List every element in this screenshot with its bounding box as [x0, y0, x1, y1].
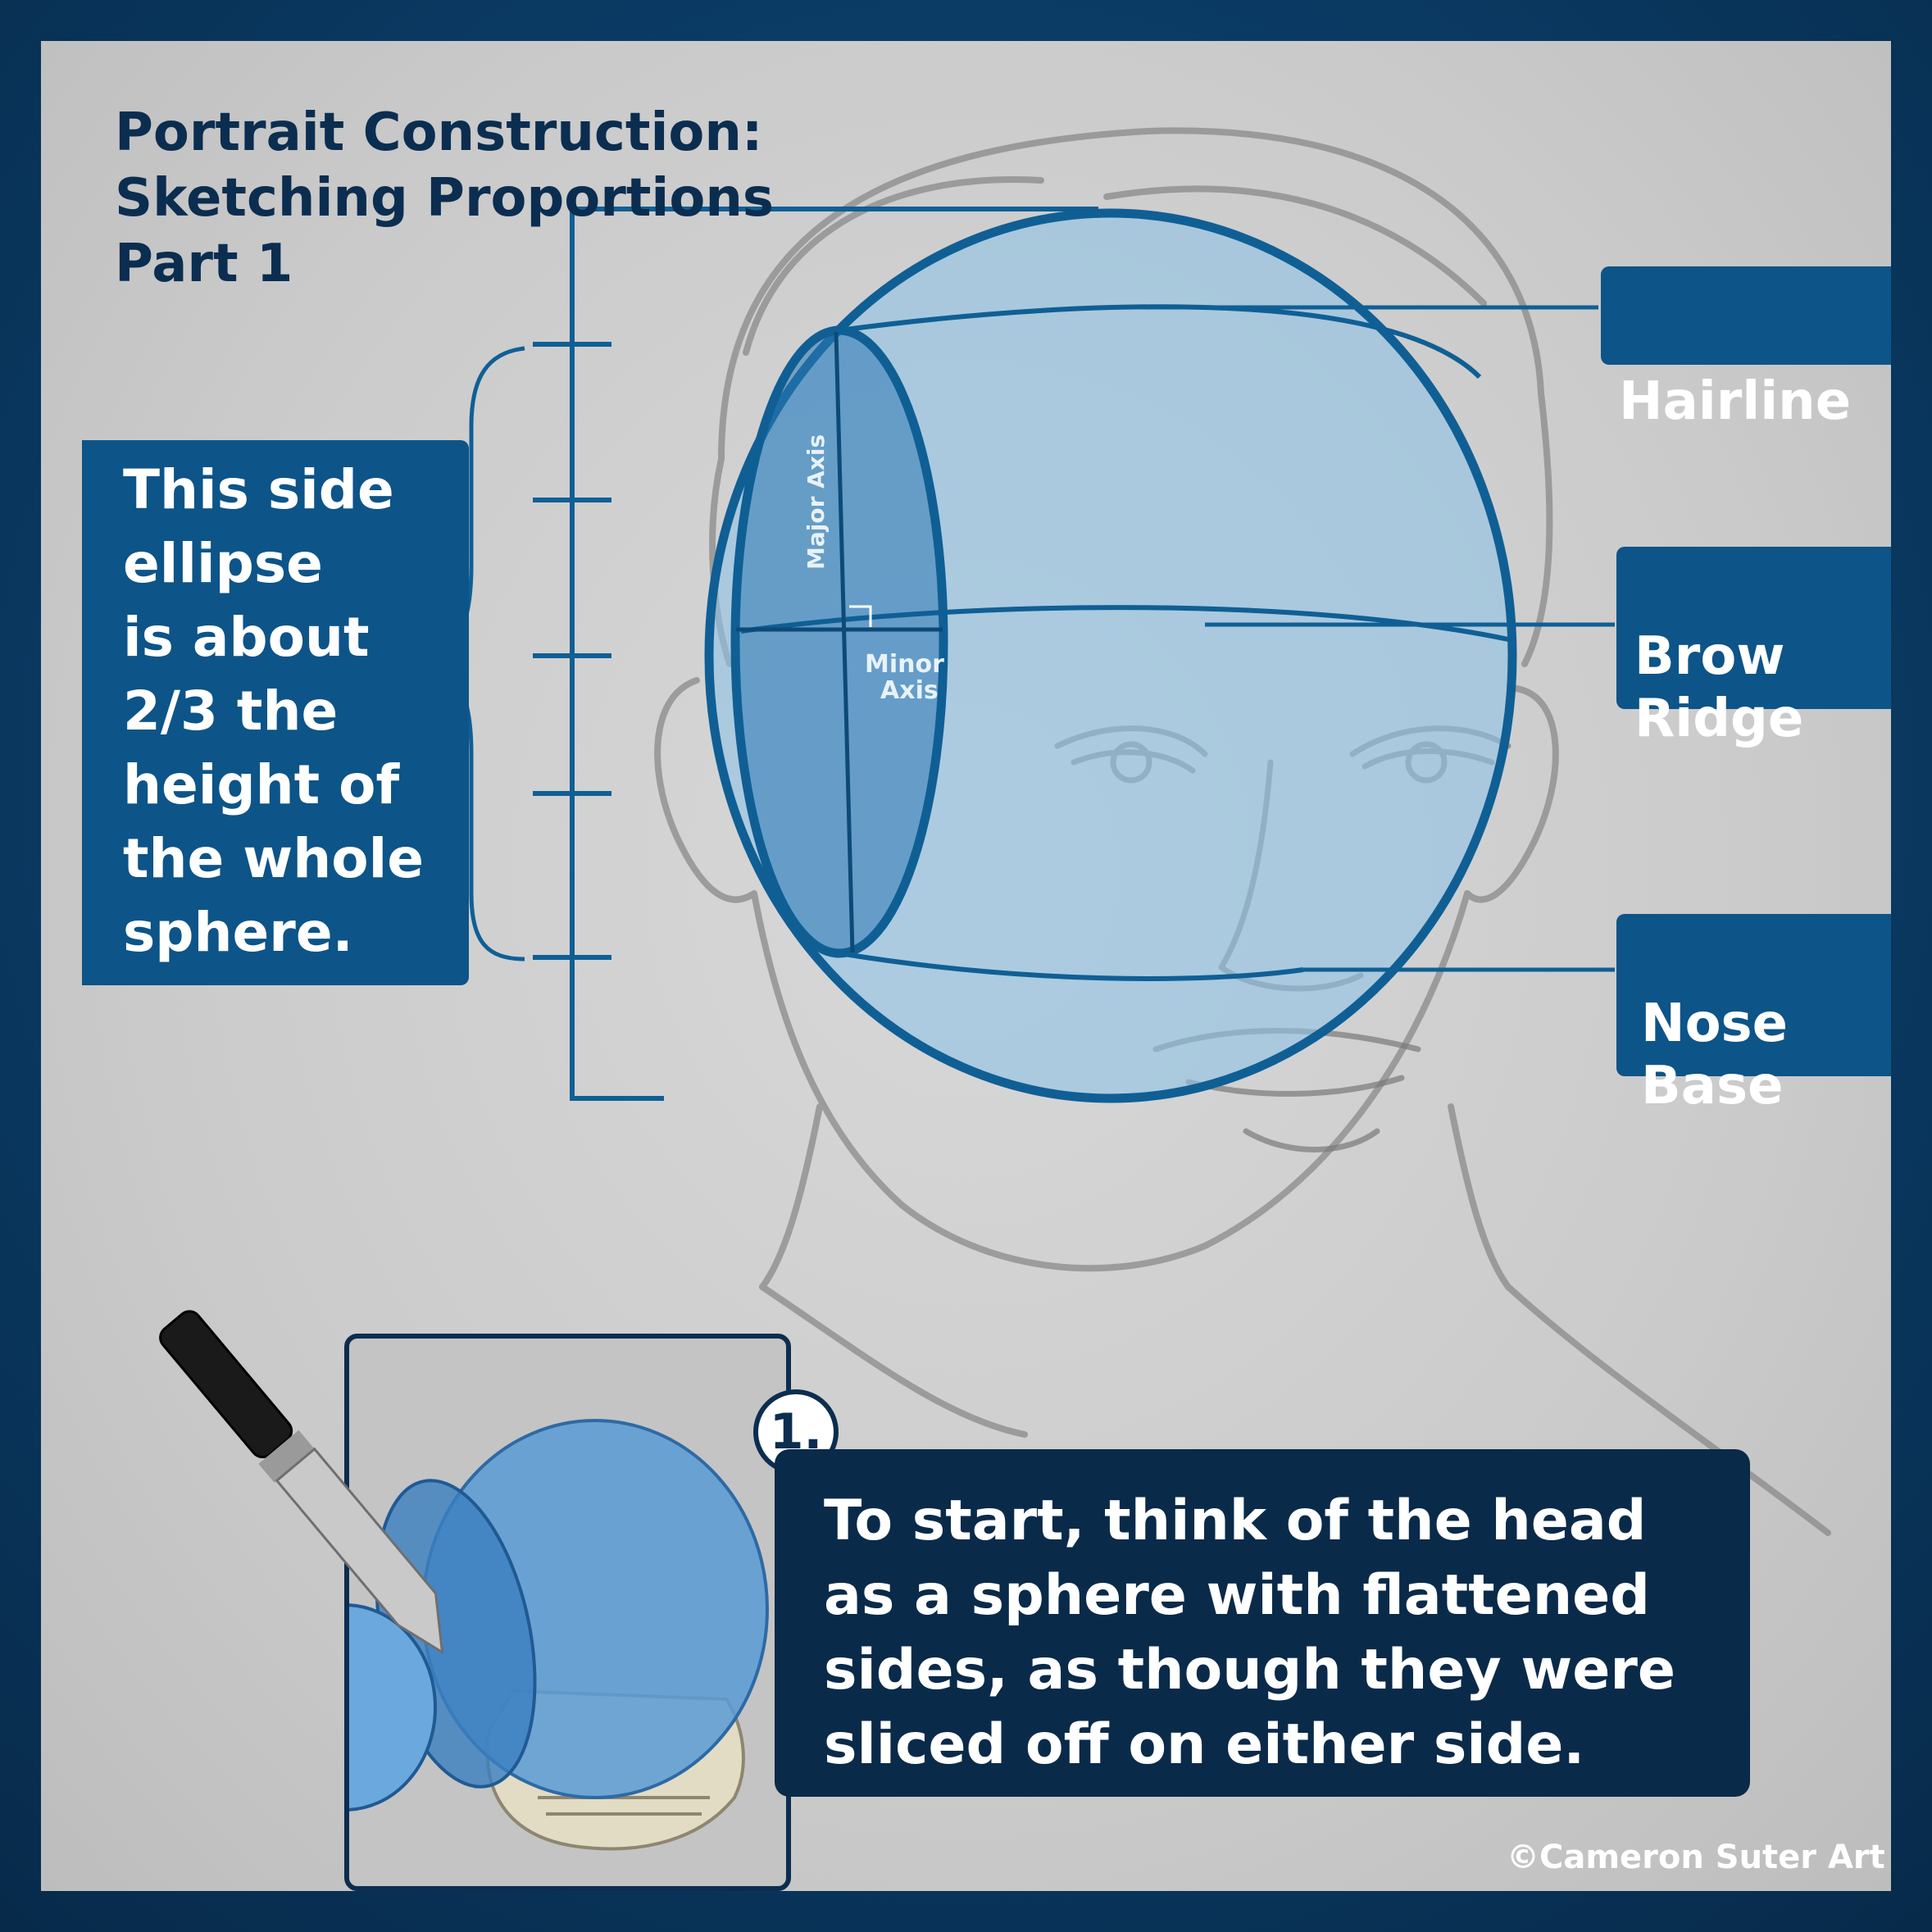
label-nose-base: Nose Base	[1616, 914, 1891, 1116]
knife-icon	[159, 1310, 444, 1655]
major-axis-label: Major Axis	[802, 434, 830, 570]
label-hairline-text: Hairline	[1619, 371, 1852, 432]
step-description: To start, think of the head as a sphere …	[775, 1449, 1750, 1797]
copyright-credit: ©Cameron Suter Art	[1507, 1839, 1885, 1876]
head-sphere	[704, 208, 1517, 1103]
head-construction-diagram: Major Axis Minor Axis	[422, 127, 1831, 1536]
label-nose-base-text: Nose Base	[1641, 993, 1789, 1116]
label-hairline: Hairline	[1601, 266, 1891, 432]
label-brow-ridge: Brow Ridge	[1616, 547, 1891, 749]
sliced-off-disc	[349, 1603, 437, 1812]
paper-canvas: Major Axis Minor Axis Portrait Construct…	[41, 41, 1891, 1891]
page-title: Portrait Construction: Sketching Proport…	[115, 102, 774, 294]
label-leaders	[1139, 305, 1615, 972]
label-brow-ridge-text: Brow Ridge	[1634, 626, 1804, 749]
side-ellipse-note: This side ellipse is about 2/3 the heigh…	[82, 440, 469, 985]
minor-axis-label-line1: Minor	[865, 650, 944, 679]
sliced-sphere-skull-illustration	[349, 1419, 769, 1851]
minor-axis-label-line2: Axis	[880, 676, 939, 705]
